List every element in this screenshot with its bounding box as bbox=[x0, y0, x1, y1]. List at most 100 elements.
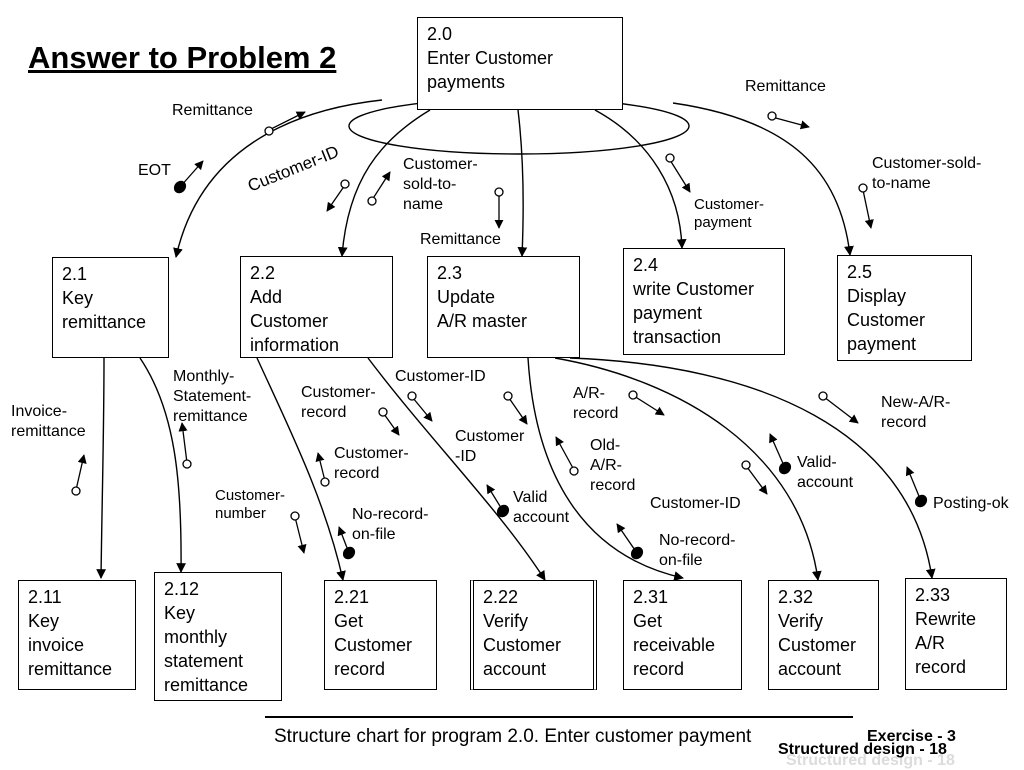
call-2.0-to-2.2 bbox=[337, 109, 431, 257]
label-customer-record-a: Customer-record bbox=[301, 383, 376, 423]
couple-customer-number bbox=[290, 511, 307, 554]
text-line: record bbox=[590, 477, 636, 494]
label-no-record-a: No-record-on-file bbox=[352, 505, 428, 545]
label-customer-sold-mid: Customer-sold-to-name bbox=[403, 155, 478, 215]
text-line: payment bbox=[847, 334, 917, 354]
slide-footer-exercise: Exercise - 3 bbox=[867, 728, 956, 745]
text-line: account bbox=[513, 509, 570, 526]
text-line: Remittance bbox=[420, 231, 501, 248]
text-line: Key bbox=[62, 288, 94, 308]
text-line: Get bbox=[334, 611, 364, 631]
text-line: Key bbox=[28, 611, 60, 631]
slide-footer-shadow: Structured design - 18 bbox=[786, 752, 955, 769]
text-line: 2.31 bbox=[633, 587, 669, 607]
text-line: No-record- bbox=[352, 506, 429, 523]
call-2.2-to-2.22 bbox=[367, 357, 546, 581]
text-line: payments bbox=[427, 72, 506, 92]
text-line: record bbox=[633, 659, 685, 679]
text-line: 2.5 bbox=[847, 262, 873, 282]
text-line: transaction bbox=[633, 327, 722, 347]
text-line: Posting-ok bbox=[933, 495, 1009, 512]
label-ar-record: A/R-record bbox=[573, 384, 618, 424]
call-2.3-to-2.33 bbox=[569, 357, 936, 579]
label-invoice-remittance: Invoice-remittance bbox=[11, 402, 86, 442]
text-line: Customer bbox=[847, 310, 926, 330]
flag-eot bbox=[173, 160, 204, 194]
label-remittance-right: Remittance bbox=[745, 77, 826, 97]
text-line: remittance bbox=[28, 659, 113, 679]
couple-customer-id-a bbox=[407, 391, 433, 422]
text-line: monthly bbox=[164, 627, 228, 647]
text-line: record bbox=[915, 657, 967, 677]
label-customer-number: Customer-number bbox=[215, 487, 285, 523]
text-line: Remittance bbox=[745, 78, 826, 95]
text-line: 2.4 bbox=[633, 255, 659, 275]
text-line: Customer bbox=[455, 428, 525, 445]
text-line: Valid bbox=[513, 489, 548, 506]
call-2.1-to-2.11 bbox=[96, 357, 107, 579]
text-line: record bbox=[334, 659, 386, 679]
label-valid-account-b: Valid-account bbox=[797, 453, 853, 493]
text-line: to-name bbox=[872, 175, 931, 192]
text-line: remittance bbox=[11, 423, 86, 440]
text-line: Verify bbox=[483, 611, 529, 631]
label-remittance-mid: Remittance bbox=[420, 230, 501, 250]
text-line: Valid- bbox=[797, 454, 837, 471]
text-line: account bbox=[778, 659, 842, 679]
text-line: remittance bbox=[62, 312, 147, 332]
couple-remittance-right bbox=[767, 111, 810, 130]
text-line: write Customer bbox=[633, 279, 755, 299]
couple-remittance-left bbox=[264, 111, 306, 136]
couple-ar-record bbox=[628, 390, 665, 416]
label-new-ar-record: New-A/R-record bbox=[881, 393, 950, 433]
text-line: remittance bbox=[164, 675, 249, 695]
couple-remittance-mid bbox=[494, 187, 504, 229]
text-line: on-file bbox=[352, 526, 396, 543]
text-line: Customer- bbox=[301, 384, 376, 401]
couple-monthly-remittance bbox=[178, 422, 192, 469]
label-no-record-b: No-record-on-file bbox=[659, 531, 735, 571]
text-line: Display bbox=[847, 286, 907, 306]
text-line: Customer bbox=[483, 635, 562, 655]
flag-valid-account-a bbox=[486, 484, 510, 518]
label-eot: EOT bbox=[138, 161, 171, 181]
text-line: Get bbox=[633, 611, 663, 631]
text-line: remittance bbox=[173, 408, 248, 425]
couple-invoice-remittance bbox=[71, 454, 87, 496]
text-line: Customer- bbox=[403, 156, 478, 173]
text-line: receivable bbox=[633, 635, 716, 655]
label-customer-id-a: Customer-ID bbox=[395, 367, 486, 387]
couple-customer-sold-right bbox=[858, 183, 874, 229]
call-2.3-to-2.32 bbox=[554, 357, 822, 581]
text-line: No-record- bbox=[659, 532, 736, 549]
text-line: 2.12 bbox=[164, 579, 200, 599]
text-line: number bbox=[215, 505, 266, 522]
flag-no-record-a bbox=[337, 526, 356, 560]
label-customer-sold-right: Customer-sold-to-name bbox=[872, 154, 981, 194]
text-line: Customer bbox=[250, 311, 329, 331]
text-line: -ID bbox=[455, 448, 477, 465]
text-line: Customer- bbox=[215, 487, 286, 504]
label-customer-record-b: Customer-record bbox=[334, 444, 409, 484]
text-line: Key bbox=[164, 603, 196, 623]
label-posting-ok: Posting-ok bbox=[933, 494, 1009, 514]
page-title: Answer to Problem 2 bbox=[28, 40, 337, 75]
text-line: Customer- bbox=[334, 445, 409, 462]
text-line: Customer-ID bbox=[395, 368, 486, 385]
text-line: 2.22 bbox=[483, 587, 519, 607]
couple-customer-id-b bbox=[503, 391, 528, 425]
text-line: 2.21 bbox=[334, 587, 370, 607]
text-line: account bbox=[483, 659, 547, 679]
text-line: Old- bbox=[590, 437, 621, 454]
text-line: 2.0 bbox=[427, 24, 453, 44]
text-line: 2.1 bbox=[62, 264, 88, 284]
call-2.0-to-2.3 bbox=[517, 109, 528, 257]
text-line: on-file bbox=[659, 552, 703, 569]
couple-new-ar-record bbox=[818, 391, 859, 424]
